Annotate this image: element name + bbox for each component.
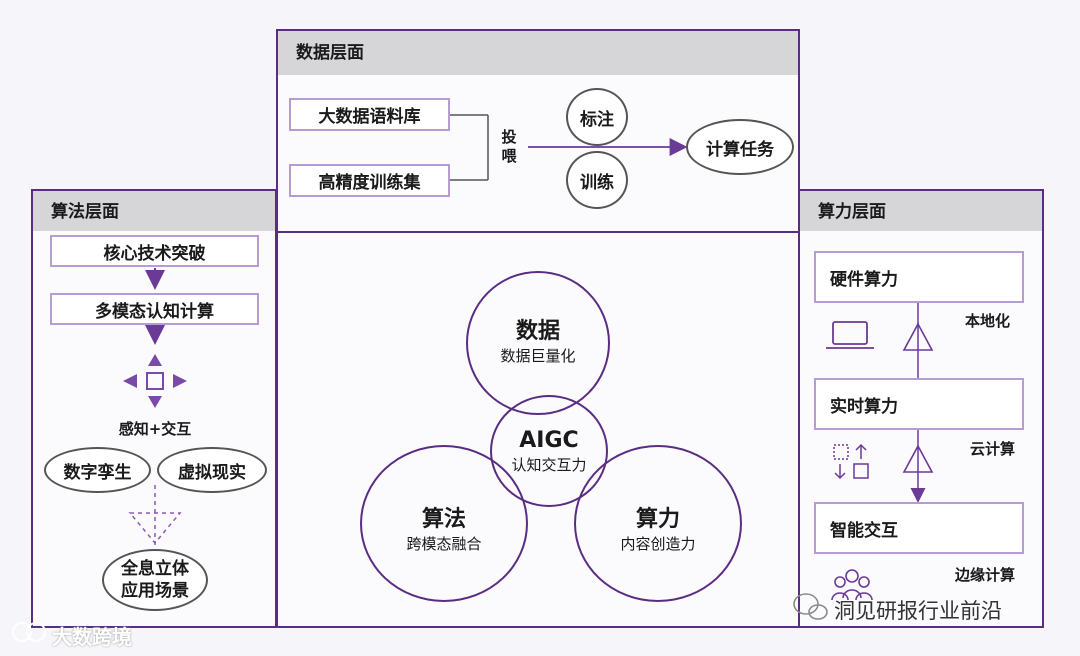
twin-node: 数字孪生 — [44, 447, 151, 493]
train-node: 训练 — [566, 151, 628, 209]
users-icon — [831, 569, 873, 601]
perception-label: 感知+交互 — [118, 420, 192, 438]
transfer-icon — [833, 443, 869, 480]
virtual-node: 虚拟现实 — [157, 447, 267, 493]
data-layer-title: 数据层面 — [278, 31, 798, 75]
algo-circle — [360, 445, 528, 602]
smart-box: 智能交互 — [814, 502, 1024, 554]
focus-icon — [123, 354, 187, 408]
bottom-left-watermark: 大数跨境 — [52, 625, 132, 649]
task-node: 计算任务 — [686, 119, 794, 175]
corpus-box: 大数据语料库 — [289, 98, 450, 131]
multimodal-box: 多模态认知计算 — [50, 293, 259, 325]
aigc-text: AIGC 认知交互力 — [511, 428, 587, 474]
trainset-box: 高精度训练集 — [289, 164, 450, 197]
algo-circle-text: 算法 跨模态融合 — [406, 507, 482, 553]
aigc-circle — [490, 395, 608, 507]
laptop-icon — [826, 321, 874, 349]
compute-circle-text: 算力 内容创造力 — [620, 507, 696, 553]
feed-label: 投喂 — [501, 128, 517, 165]
scene-node: 全息立体 应用场景 — [102, 549, 208, 611]
compute-circle — [574, 445, 742, 602]
label-node: 标注 — [566, 88, 628, 146]
bottom-right-watermark: 洞见研报行业前沿 — [834, 599, 1002, 623]
edge-label: 边缘计算 — [955, 566, 1016, 584]
sync-icon — [902, 322, 934, 473]
brand-logo-icon — [12, 622, 46, 642]
realtime-box: 实时算力 — [814, 378, 1024, 430]
core-tech-box: 核心技术突破 — [50, 235, 259, 267]
chat-logo-icon — [793, 593, 828, 620]
hardware-box: 硬件算力 — [814, 251, 1024, 303]
cloud-label: 云计算 — [970, 440, 1016, 458]
local-label: 本地化 — [965, 312, 1011, 330]
algo-layer-title: 算法层面 — [33, 191, 275, 231]
compute-layer-title: 算力层面 — [800, 191, 1042, 231]
data-circle-text: 数据 数据巨量化 — [500, 319, 576, 365]
